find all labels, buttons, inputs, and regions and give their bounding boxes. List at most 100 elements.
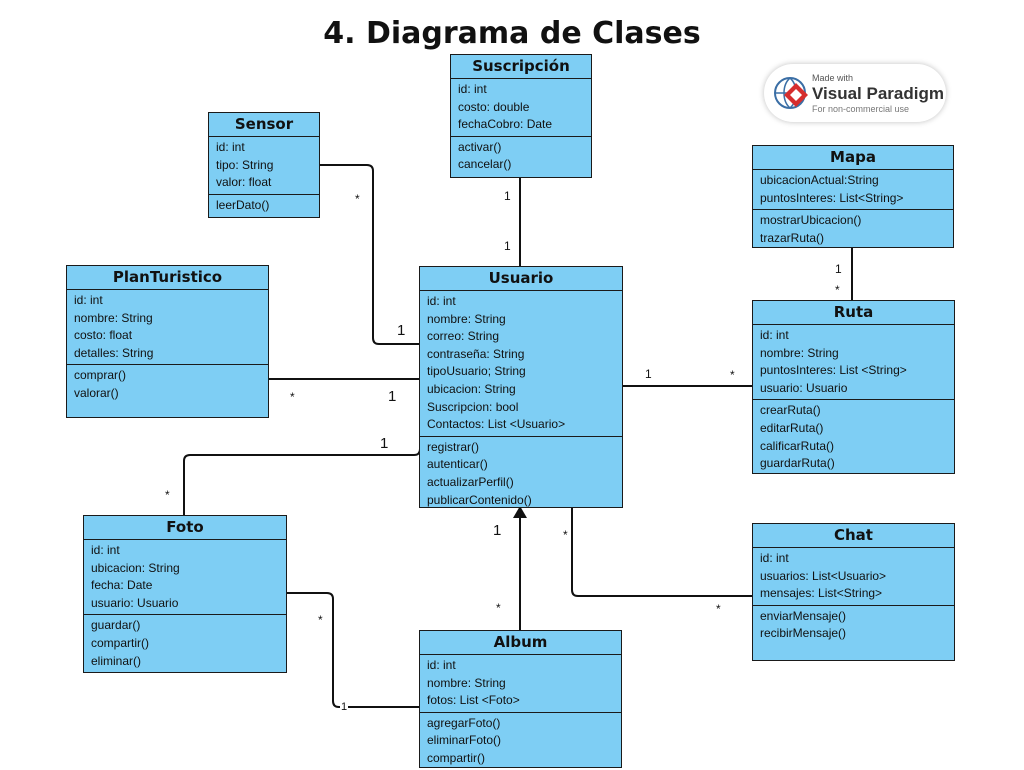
attributes-section: id: int nombre: String fotos: List <Foto… (420, 655, 621, 712)
attribute: id: int (760, 551, 789, 565)
attribute: nombre: String (427, 675, 506, 690)
attribute: puntosInteres: List<String> (760, 190, 904, 205)
attribute: fotos: List <Foto> (427, 693, 520, 708)
method: compartir() (427, 750, 486, 765)
attribute: id: int (427, 294, 456, 308)
method: enviarMensaje() (760, 608, 847, 623)
diagram-title: 4. Diagrama de Clases (323, 16, 701, 51)
class-mapa[interactable]: Mapa ubicacionActual:String puntosIntere… (752, 145, 954, 248)
class-name: Ruta (753, 301, 954, 325)
attribute: Contactos: List <Usuario> (427, 417, 566, 432)
class-name: Sensor (209, 113, 319, 137)
attribute: costo: double (458, 99, 530, 114)
attribute: id: int (458, 82, 487, 96)
method: editarRuta() (760, 420, 824, 435)
attributes-section: id: int tipo: String valor: float (209, 137, 319, 194)
attribute: nombre: String (760, 345, 839, 360)
multiplicity-label: * (835, 283, 840, 297)
class-name: Album (420, 631, 621, 655)
attribute: mensajes: List<String> (760, 586, 883, 601)
attribute: id: int (427, 658, 456, 672)
class-album[interactable]: Album id: int nombre: String fotos: List… (419, 630, 622, 768)
watermark-brand: Visual Paradigm (812, 84, 944, 103)
method: calificarRuta() (760, 438, 835, 453)
attribute: valor: float (216, 175, 272, 190)
class-usuario[interactable]: Usuario id: int nombre: String correo: S… (419, 266, 623, 508)
multiplicity-label: * (716, 602, 721, 616)
link-sensor-usuario (319, 164, 420, 345)
method: compartir() (91, 635, 150, 650)
method: actualizarPerfil() (427, 474, 514, 489)
attribute: id: int (760, 328, 789, 342)
methods-section: guardar() compartir() eliminar() (84, 614, 286, 672)
methods-section: activar() cancelar() (451, 135, 591, 176)
attribute: ubicacionActual:String (760, 173, 879, 187)
method: trazarRuta() (760, 230, 825, 245)
class-suscripcion[interactable]: Suscripción id: int costo: double fechaC… (450, 54, 592, 178)
class-ruta[interactable]: Ruta id: int nombre: String puntosIntere… (752, 300, 955, 474)
attributes-section: id: int nombre: String puntosInteres: Li… (753, 325, 954, 399)
multiplicity-label: 1 (340, 701, 349, 713)
multiplicity-label: * (563, 528, 568, 542)
attributes-section: id: int nombre: String costo: float deta… (67, 290, 268, 364)
attribute: nombre: String (427, 311, 506, 326)
method: registrar() (427, 439, 480, 454)
multiplicity-label: 1 (388, 388, 397, 405)
visual-paradigm-watermark: Made with Visual Paradigm For non-commer… (764, 64, 946, 122)
multiplicity-label: 1 (835, 262, 842, 276)
attribute: usuario: Usuario (91, 595, 179, 610)
class-sensor[interactable]: Sensor id: int tipo: String valor: float… (208, 112, 320, 218)
method: mostrarUbicacion() (760, 213, 862, 228)
method: agregarFoto() (427, 715, 501, 730)
multiplicity-label: 1 (504, 189, 511, 203)
methods-section: crearRuta() editarRuta() calificarRuta()… (753, 399, 954, 474)
attributes-section: id: int costo: double fechaCobro: Date (451, 79, 591, 136)
method: crearRuta() (760, 403, 821, 418)
multiplicity-label: * (496, 601, 501, 615)
method: guardarRuta() (760, 456, 835, 471)
methods-section: registrar() autenticar() actualizarPerfi… (420, 435, 622, 511)
multiplicity-label: 1 (493, 522, 502, 539)
class-name: PlanTuristico (67, 266, 268, 290)
watermark-usage: For non-commercial use (812, 104, 910, 114)
attributes-section: id: int nombre: String correo: String co… (420, 291, 622, 436)
multiplicity-label: * (730, 368, 735, 382)
link-chat-usuario (571, 507, 753, 597)
method: valorar() (74, 385, 119, 400)
methods-section: leerDato() (209, 193, 319, 217)
attribute: costo: float (74, 328, 133, 343)
attribute: fecha: Date (91, 578, 153, 593)
methods-section: agregarFoto() eliminarFoto() compartir() (420, 711, 621, 770)
multiplicity-label: * (290, 390, 295, 404)
method: recibirMensaje() (760, 626, 847, 641)
link-foto-album (286, 592, 420, 708)
method: publicarContenido() (427, 492, 532, 507)
visual-paradigm-logo-icon (774, 77, 808, 109)
multiplicity-label: 1 (645, 367, 652, 381)
attribute: nombre: String (74, 310, 153, 325)
multiplicity-label: * (318, 613, 323, 627)
attribute: Suscripcion: bool (427, 399, 519, 414)
methods-section: mostrarUbicacion() trazarRuta() (753, 209, 953, 249)
class-foto[interactable]: Foto id: int ubicacion: String fecha: Da… (83, 515, 287, 673)
method: leerDato() (216, 197, 270, 212)
attribute: detalles: String (74, 345, 154, 360)
class-planturistico[interactable]: PlanTuristico id: int nombre: String cos… (66, 265, 269, 418)
multiplicity-label: * (355, 192, 360, 206)
method: autenticar() (427, 457, 488, 472)
class-name: Chat (753, 524, 954, 548)
class-name: Foto (84, 516, 286, 540)
attribute: usuario: Usuario (760, 380, 848, 395)
method: guardar() (91, 618, 141, 633)
watermark-made-with: Made with (812, 73, 854, 83)
method: activar() (458, 139, 502, 154)
attribute: id: int (91, 543, 120, 557)
class-name: Suscripción (451, 55, 591, 79)
attribute: tipoUsuario; String (427, 364, 526, 379)
attributes-section: id: int ubicacion: String fecha: Date us… (84, 540, 286, 614)
attribute: ubicacion: String (427, 381, 516, 396)
attribute: correo: String (427, 329, 500, 344)
class-name: Mapa (753, 146, 953, 170)
attribute: tipo: String (216, 157, 274, 172)
class-chat[interactable]: Chat id: int usuarios: List<Usuario> men… (752, 523, 955, 661)
